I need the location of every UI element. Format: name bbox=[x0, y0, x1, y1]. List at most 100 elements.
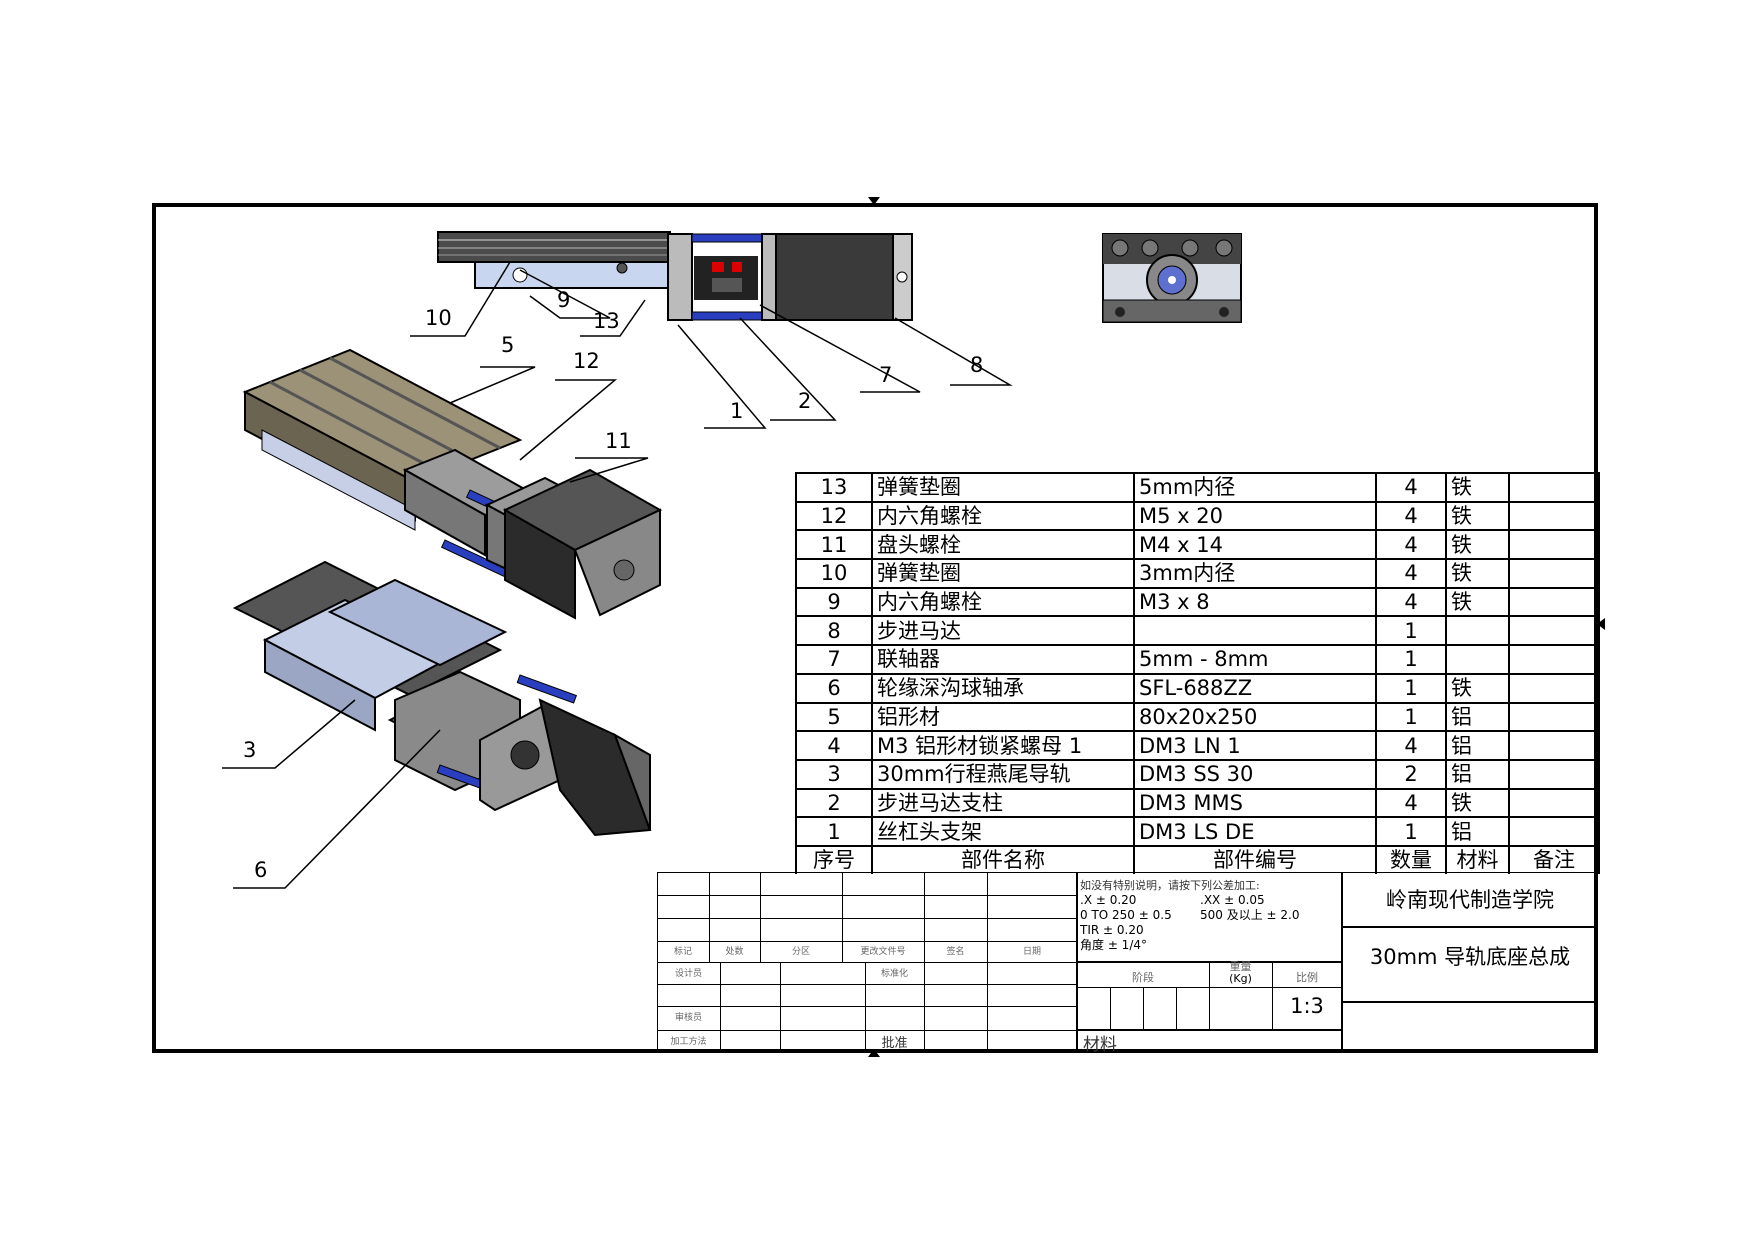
callout-7: 7 bbox=[879, 363, 892, 387]
bom-qty: 1 bbox=[1375, 816, 1447, 847]
bom-qty: 4 bbox=[1375, 558, 1447, 589]
callout-11: 11 bbox=[605, 429, 632, 453]
callout-1: 1 bbox=[730, 399, 743, 423]
label-stage: 阶段 bbox=[1132, 971, 1154, 984]
bom-header-row: 序号部件名称部件编号数量材料备注 bbox=[795, 844, 1600, 874]
top-view bbox=[437, 231, 913, 321]
bom-name: 内六角螺栓 bbox=[871, 586, 1135, 618]
label-review: 审核员 bbox=[674, 1013, 702, 1023]
bom-note bbox=[1508, 472, 1600, 503]
callout-12: 12 bbox=[573, 349, 600, 373]
bom-part: M3 x 8 bbox=[1133, 586, 1377, 618]
bom-no: 11 bbox=[795, 529, 873, 561]
bom-material-header: 材料 bbox=[1445, 844, 1510, 874]
label-approve: 批准 bbox=[881, 1036, 908, 1051]
bom-no: 8 bbox=[795, 615, 873, 647]
label-mark: 标记 bbox=[673, 947, 692, 957]
drawing-number-box bbox=[1342, 1002, 1598, 1053]
label-weight: 重量 bbox=[1229, 960, 1252, 973]
label-count: 处数 bbox=[725, 947, 744, 957]
bom-name: 步进马达支柱 bbox=[871, 787, 1135, 819]
bom-qty-header: 数量 bbox=[1375, 844, 1447, 874]
bom-no: 7 bbox=[795, 644, 873, 675]
bom-note bbox=[1508, 730, 1600, 761]
bom-material: 铁 bbox=[1445, 672, 1510, 704]
bom-part: DM3 LS DE bbox=[1133, 816, 1377, 847]
bom-part: SFL-688ZZ bbox=[1133, 672, 1377, 704]
bom-note bbox=[1508, 558, 1600, 589]
tolerance-box bbox=[1077, 872, 1342, 962]
label-date: 日期 bbox=[1022, 947, 1041, 957]
top-center-mark bbox=[868, 197, 880, 205]
school-name: 岭南现代制造学院 bbox=[1386, 888, 1554, 912]
bom-material: 铁 bbox=[1445, 529, 1510, 561]
callout-5: 5 bbox=[501, 333, 514, 357]
iso-view-2 bbox=[232, 560, 652, 837]
bom-name: 30mm行程燕尾导轨 bbox=[871, 758, 1135, 790]
callout-13: 13 bbox=[593, 309, 620, 333]
callout-2: 2 bbox=[798, 389, 811, 413]
school-box bbox=[1342, 872, 1598, 927]
tolerance-notes: 如没有特别说明，请按下列公差加工: .X ± 0.20.XX ± 0.05 0 … bbox=[1080, 878, 1342, 953]
drawing-title-box bbox=[1342, 927, 1598, 1002]
side-view bbox=[1102, 233, 1242, 323]
bom-no: 4 bbox=[795, 730, 873, 761]
bottom-center-mark bbox=[868, 1049, 880, 1057]
bom-name: 轮缘深沟球轴承 bbox=[871, 672, 1135, 704]
label-sign: 签名 bbox=[946, 947, 965, 957]
bom-name: 铝形材 bbox=[871, 701, 1135, 733]
bom-qty: 1 bbox=[1375, 644, 1447, 675]
bom-qty: 1 bbox=[1375, 701, 1447, 733]
bom-name-header: 部件名称 bbox=[871, 844, 1135, 874]
bom-material: 铁 bbox=[1445, 787, 1510, 819]
bom-qty: 2 bbox=[1375, 758, 1447, 790]
bom-part: DM3 SS 30 bbox=[1133, 758, 1377, 790]
bom-note bbox=[1508, 586, 1600, 618]
bom-material: 铝 bbox=[1445, 730, 1510, 761]
bom-qty: 4 bbox=[1375, 586, 1447, 618]
bom-no: 3 bbox=[795, 758, 873, 790]
bom-qty: 4 bbox=[1375, 730, 1447, 761]
bom-no: 9 bbox=[795, 586, 873, 618]
callout-3: 3 bbox=[243, 738, 256, 762]
tol-range-2: 500 及以上 ± 2.0 bbox=[1200, 908, 1300, 922]
bom-no: 6 bbox=[795, 672, 873, 704]
bom-material: 铁 bbox=[1445, 558, 1510, 589]
tol-xx: .XX ± 0.05 bbox=[1200, 893, 1265, 907]
bom-name: 盘头螺栓 bbox=[871, 529, 1135, 561]
bom-part: 80x20x250 bbox=[1133, 701, 1377, 733]
bom-material: 铝 bbox=[1445, 701, 1510, 733]
bom-qty: 4 bbox=[1375, 787, 1447, 819]
material-box bbox=[1077, 1030, 1342, 1053]
bom-part: M5 x 20 bbox=[1133, 500, 1377, 532]
bom-no: 5 bbox=[795, 701, 873, 733]
title-block: 标记 处数 分区 更改文件号 签名 日期 设计员 标准化 审核员 加工方法 批准… bbox=[657, 872, 1598, 1055]
bom-note bbox=[1508, 500, 1600, 532]
bom-material: 铁 bbox=[1445, 472, 1510, 503]
label-design: 设计员 bbox=[674, 969, 702, 979]
label-std: 标准化 bbox=[880, 969, 908, 979]
bom-note bbox=[1508, 787, 1600, 819]
leader-lines bbox=[222, 261, 1013, 889]
callout-10: 10 bbox=[425, 306, 452, 330]
bom-material: 铁 bbox=[1445, 586, 1510, 618]
label-weight-unit: (Kg) bbox=[1229, 972, 1252, 985]
tol-tir: TIR ± 0.20 bbox=[1080, 923, 1144, 937]
bom-part-header: 部件编号 bbox=[1133, 844, 1377, 874]
bom-qty: 4 bbox=[1375, 472, 1447, 503]
bom-material: 铝 bbox=[1445, 758, 1510, 790]
bom-note bbox=[1508, 672, 1600, 704]
bom-no: 1 bbox=[795, 816, 873, 847]
callout-8: 8 bbox=[970, 353, 983, 377]
